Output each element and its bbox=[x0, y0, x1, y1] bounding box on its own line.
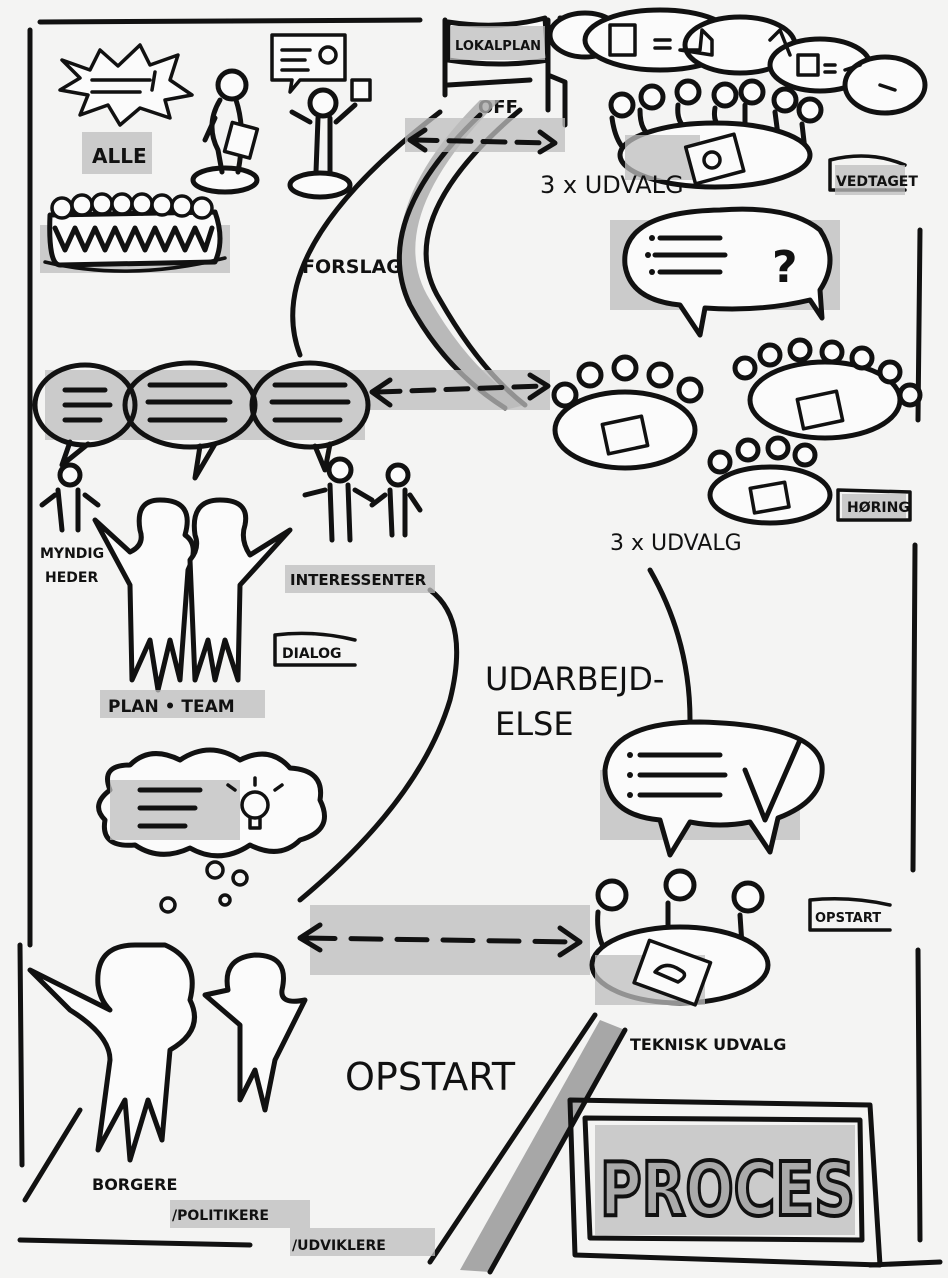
proces-title: PROCES bbox=[600, 1147, 855, 1233]
politikere-label: /POLITIKERE bbox=[172, 1208, 269, 1224]
lokalplan-label: LOKALPLAN bbox=[455, 39, 541, 54]
dialog-label: DIALOG bbox=[282, 646, 341, 662]
udvalg-top-label: 3 x UDVALG bbox=[540, 171, 684, 199]
cake-icon bbox=[40, 192, 230, 273]
alle-label: ALLE bbox=[92, 144, 147, 168]
figure-with-sign bbox=[270, 33, 372, 200]
myndigheder-label-1: MYNDIG bbox=[40, 546, 104, 562]
frame-lines bbox=[17, 15, 943, 1268]
approval-bubble bbox=[600, 719, 825, 858]
udviklere-label: /UDVIKLERE bbox=[292, 1238, 386, 1254]
plan-team-label: PLAN • TEAM bbox=[108, 697, 235, 717]
lokalplan-flag: LOKALPLAN OFF. bbox=[442, 15, 568, 128]
celebration-group: ALLE bbox=[40, 43, 230, 273]
proces-title-box: PROCES bbox=[567, 1097, 883, 1268]
lightbulb-icon bbox=[226, 776, 284, 830]
figure-with-thumbs-up bbox=[190, 68, 260, 195]
opstart-phase-label: OPSTART bbox=[345, 1055, 516, 1099]
myndigheder-label-2: HEDER bbox=[45, 570, 98, 586]
plan-team-figures bbox=[92, 497, 293, 693]
udarbejdelse-label-1: UDARBEJD- bbox=[485, 660, 664, 698]
udarbejdelse-label-2: ELSE bbox=[495, 705, 574, 743]
checkmark-icon bbox=[742, 737, 803, 823]
interessenter-label: INTERESSENTER bbox=[290, 571, 427, 589]
hearing-committees: HØRING 3 x UDVALG bbox=[551, 337, 923, 556]
citizen-figures bbox=[27, 942, 308, 1163]
stakeholder-figures bbox=[302, 456, 423, 543]
final-committee-group: 3 x UDVALG VEDTAGET bbox=[540, 7, 928, 199]
opstart-tag-label: OPSTART bbox=[815, 911, 881, 926]
authorities-figure bbox=[39, 462, 101, 533]
idea-cloud bbox=[96, 747, 327, 914]
udvalg-mid-label: 3 x UDVALG bbox=[610, 531, 742, 556]
question-bubble: ? bbox=[610, 206, 840, 338]
horing-label: HØRING bbox=[847, 500, 910, 516]
forslag-label: FORSLAG bbox=[302, 256, 402, 278]
question-mark-icon: ? bbox=[772, 242, 798, 293]
technical-committee: OPSTART TEKNISK UDVALG bbox=[589, 868, 892, 1054]
vedtaget-label: VEDTAGET bbox=[836, 174, 918, 190]
dashed-arrows bbox=[297, 118, 590, 975]
teknisk-udvalg-label: TEKNISK UDVALG bbox=[630, 1035, 786, 1054]
dialog-bubbles bbox=[32, 360, 371, 481]
borgere-label: BORGERE bbox=[92, 1175, 177, 1194]
